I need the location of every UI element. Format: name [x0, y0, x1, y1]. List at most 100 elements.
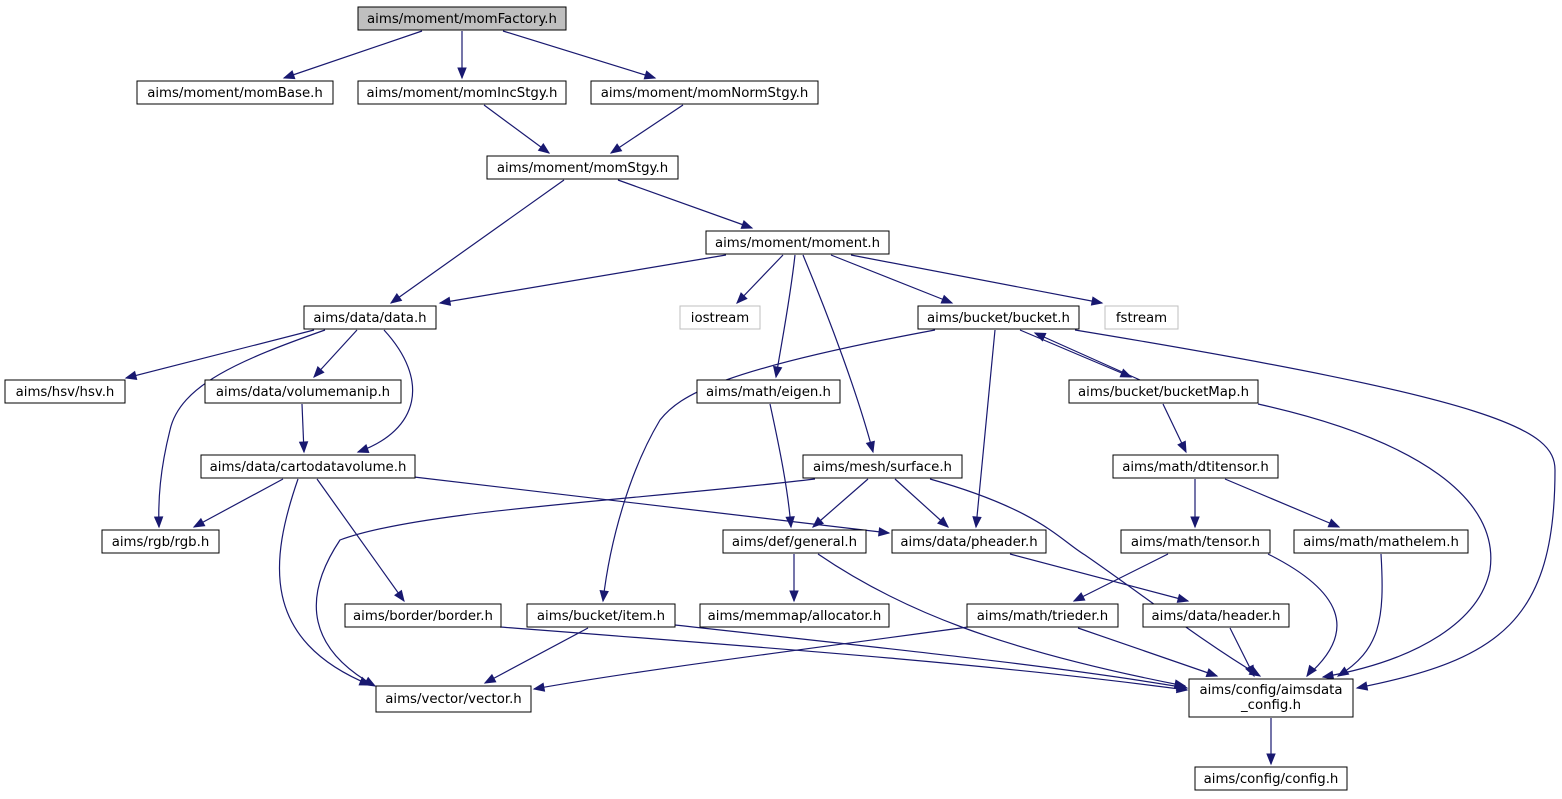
- edge-line: [390, 179, 565, 304]
- node-label: aims/bucket/bucket.h: [927, 311, 1070, 326]
- edge-bucketMap-bucket: [1033, 332, 1141, 381]
- edge-line: [617, 179, 753, 229]
- node-tensor[interactable]: aims/math/tensor.h: [1120, 529, 1271, 554]
- node-data[interactable]: aims/data/data.h: [303, 305, 437, 330]
- edge-arrowhead: [192, 517, 206, 528]
- node-trieder[interactable]: aims/math/trieder.h: [966, 603, 1119, 628]
- node-border[interactable]: aims/border/border.h: [344, 603, 502, 628]
- edge-arrowhead: [153, 516, 164, 529]
- node-label: aims/data/header.h: [1152, 609, 1281, 624]
- edge-arrowhead: [389, 293, 403, 304]
- node-momBase[interactable]: aims/moment/momBase.h: [136, 80, 334, 105]
- edge-arrowhead: [865, 440, 875, 454]
- edge-surface-general: [811, 478, 869, 528]
- node-iostream[interactable]: iostream: [679, 305, 761, 330]
- node-moment[interactable]: aims/moment/moment.h: [705, 230, 890, 255]
- edge-line: [533, 626, 969, 690]
- edge-bucketMap-dtitensor: [1162, 403, 1187, 454]
- node-mathelem[interactable]: aims/math/mathelem.h: [1293, 529, 1469, 554]
- node-volumemanip[interactable]: aims/data/volumemanip.h: [204, 379, 402, 404]
- edge-header-aimsdata_config: [1229, 627, 1255, 678]
- nodes: aims/moment/momFactory.h aims/moment/mom…: [4, 6, 1469, 791]
- edge-line: [850, 254, 1103, 304]
- node-momIncStgy[interactable]: aims/moment/momIncStgy.h: [357, 80, 567, 105]
- edge-arrowhead: [740, 219, 754, 229]
- edge-pheader-header: [1009, 553, 1190, 603]
- edge-arrowhead: [356, 444, 370, 453]
- node-label: aims/hsv/hsv.h: [16, 385, 115, 400]
- node-momNormStgy[interactable]: aims/moment/momNormStgy.h: [590, 80, 819, 105]
- node-label: aims/data/data.h: [313, 311, 426, 326]
- node-header[interactable]: aims/data/header.h: [1142, 603, 1290, 628]
- edge-arrowhead: [1190, 516, 1200, 529]
- edge-line: [830, 254, 953, 304]
- node-label: aims/moment/momFactory.h: [367, 12, 557, 27]
- node-momFactory[interactable]: aims/moment/momFactory.h: [357, 6, 567, 31]
- node-pheader[interactable]: aims/data/pheader.h: [891, 529, 1047, 554]
- edge-cartodatavolume-rgb: [192, 478, 284, 528]
- node-label: aims/moment/moment.h: [715, 236, 880, 251]
- node-surface[interactable]: aims/mesh/surface.h: [802, 454, 963, 479]
- edge-arrowhead: [457, 67, 467, 80]
- edge-arrowhead: [1245, 664, 1255, 678]
- edge-line: [975, 329, 996, 528]
- node-config[interactable]: aims/config/config.h: [1194, 766, 1348, 791]
- edge-arrowhead: [282, 70, 296, 80]
- edge-arrowhead: [1176, 593, 1190, 603]
- node-vector[interactable]: aims/vector/vector.h: [375, 685, 532, 713]
- edge-arrowhead: [1090, 296, 1104, 306]
- edge-arrowhead: [1355, 681, 1369, 691]
- node-label: aims/moment/momBase.h: [147, 86, 323, 101]
- edge-arrowhead: [1306, 664, 1317, 678]
- edge-line: [357, 329, 414, 453]
- edge-momStgy-moment: [617, 179, 754, 229]
- node-dtitensor[interactable]: aims/math/dtitensor.h: [1112, 454, 1279, 479]
- node-label-line-2: _config.h: [1240, 698, 1301, 713]
- edge-volumemanip-cartodatavolume: [298, 403, 309, 454]
- node-aimsdata-config[interactable]: aims/config/aimsdata _config.h: [1188, 678, 1354, 718]
- node-general[interactable]: aims/def/general.h: [722, 529, 867, 554]
- node-momStgy[interactable]: aims/moment/momStgy.h: [486, 155, 679, 180]
- node-label: aims/data/volumemanip.h: [216, 385, 390, 400]
- node-allocator[interactable]: aims/memmap/allocator.h: [699, 603, 890, 628]
- edge-arrowhead: [736, 292, 748, 304]
- edge-arrowhead: [811, 516, 825, 528]
- node-bucketMap[interactable]: aims/bucket/bucketMap.h: [1068, 379, 1259, 404]
- node-item[interactable]: aims/bucket/item.h: [526, 603, 676, 628]
- node-rgb[interactable]: aims/rgb/rgb.h: [101, 529, 220, 554]
- node-bucket[interactable]: aims/bucket/bucket.h: [917, 305, 1080, 330]
- node-label: aims/math/dtitensor.h: [1122, 460, 1269, 475]
- node-label: aims/bucket/bucketMap.h: [1078, 385, 1249, 400]
- node-hsv[interactable]: aims/hsv/hsv.h: [4, 379, 126, 404]
- node-label-line-1: aims/config/aimsdata: [1199, 683, 1342, 698]
- edge-line: [929, 478, 1261, 677]
- edge-moment-surface: [802, 254, 875, 454]
- edge-line: [1074, 329, 1556, 689]
- edge-surface-pheader: [894, 478, 949, 528]
- edges: [124, 30, 1556, 766]
- node-cartodatavolume[interactable]: aims/data/cartodatavolume.h: [200, 454, 416, 479]
- node-eigen[interactable]: aims/math/eigen.h: [696, 379, 841, 404]
- edge-dtitensor-tensor: [1190, 479, 1200, 529]
- edge-momFactory-momBase: [282, 30, 423, 80]
- edge-momStgy-data: [389, 179, 565, 304]
- node-label: aims/mesh/surface.h: [813, 460, 952, 475]
- edge-surface-aimsdata_config: [929, 478, 1262, 677]
- edge-arrowhead: [937, 516, 949, 528]
- edge-data-hsv: [124, 329, 315, 380]
- edge-line: [1019, 329, 1132, 378]
- edge-arrowhead: [940, 294, 954, 304]
- node-label: fstream: [1116, 311, 1167, 326]
- node-label: aims/border/border.h: [353, 609, 493, 624]
- edge-arrowhead: [313, 366, 325, 378]
- edge-data-rgb: [153, 329, 326, 529]
- edge-line: [1073, 553, 1169, 602]
- node-label: aims/moment/momNormStgy.h: [601, 86, 809, 101]
- edge-arrowhead: [609, 143, 623, 154]
- node-fstream[interactable]: fstream: [1104, 305, 1179, 330]
- edge-line: [602, 329, 936, 602]
- edge-general-allocator: [789, 554, 799, 603]
- edge-line: [1337, 553, 1383, 677]
- edge-arrowhead: [483, 673, 497, 684]
